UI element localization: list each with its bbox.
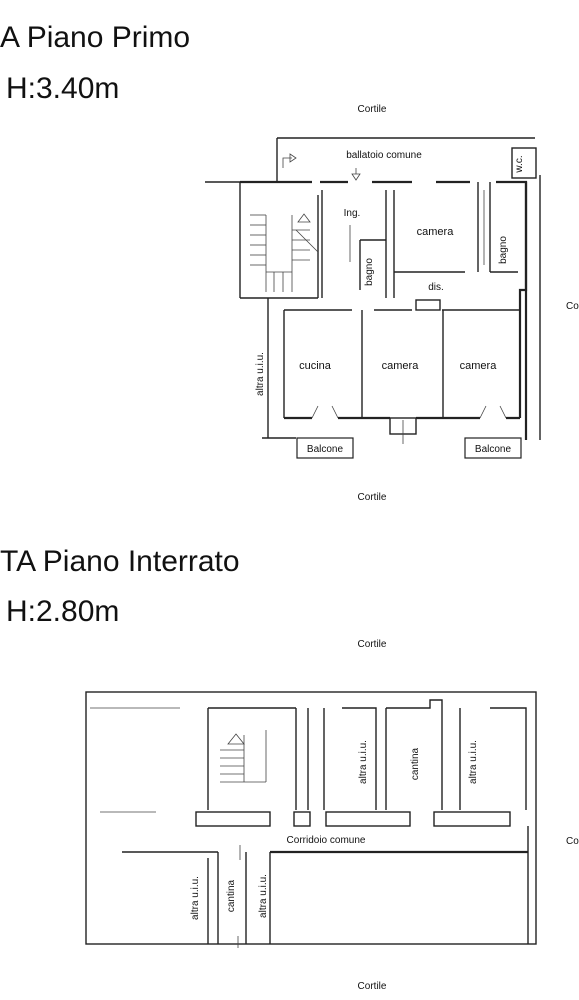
altra4-label: altra u.i.u. <box>258 874 269 918</box>
floor2-title: TA Piano Interrato <box>0 545 240 578</box>
dis-label: dis. <box>428 282 444 293</box>
bagno1-label: bagno <box>364 258 375 286</box>
stair-steps <box>250 213 319 292</box>
ingresso-label: Ing. <box>344 208 361 219</box>
ballatoio-label: ballatoio comune <box>346 150 422 161</box>
cantina2-label: cantina <box>226 879 237 912</box>
balcone-left-label: Balcone <box>307 444 344 455</box>
basement-outline <box>85 691 537 945</box>
altra-uiu-label: altra u.i.u. <box>255 352 266 396</box>
camera3-label: camera <box>460 360 498 372</box>
floor2-cortile-bottom: Cortile <box>358 981 387 992</box>
door-arrow <box>351 168 361 181</box>
floor2-height: H:2.80m <box>6 595 119 628</box>
apartment-top-wall <box>240 180 528 418</box>
corridor-pillar-1 <box>293 811 311 827</box>
floor2-cortile-top: Cortile <box>358 639 387 650</box>
cellar-wall-4 <box>459 707 527 810</box>
column <box>415 299 441 311</box>
balcone-right-label: Balcone <box>475 444 512 455</box>
balcony-doors <box>311 405 507 419</box>
cantina1-label: cantina <box>410 747 421 780</box>
basement-stair-walls <box>207 707 297 810</box>
altra3-label: altra u.i.u. <box>190 876 201 920</box>
entrance-arrow-line <box>282 157 292 168</box>
floor1-height: H:3.40m <box>6 72 119 105</box>
entrance-arrow-head <box>289 153 297 163</box>
balcone-right-box <box>464 437 522 459</box>
floor1-edge-label: Co <box>566 301 579 312</box>
left-corridor <box>205 181 241 195</box>
floor-plan-primo: A Piano Primo H:3.40m Cortile Cortile Co <box>0 21 579 503</box>
camera2-label: camera <box>382 360 420 372</box>
altra2-label: altra u.i.u. <box>468 740 479 784</box>
cucina-label: cucina <box>299 360 332 372</box>
altra1-label: altra u.i.u. <box>358 740 369 784</box>
bagno2-label: bagno <box>498 236 509 264</box>
wc-box <box>511 147 537 179</box>
floor1-cortile-top: Cortile <box>358 104 387 115</box>
basement-stair-steps <box>220 730 267 783</box>
floor1-title: A Piano Primo <box>0 21 190 54</box>
camera1-label: camera <box>417 226 455 238</box>
cellar-wall-2 <box>342 707 377 810</box>
cellar-wall-1 <box>307 708 325 810</box>
balcone-left-box <box>296 437 354 459</box>
corridoio-label: Corridoio comune <box>287 835 366 846</box>
cellar-wall-3 <box>385 699 443 810</box>
wc-label: w.c. <box>514 155 525 173</box>
floor2-edge-label: Co <box>566 836 579 847</box>
stair-landing <box>195 811 271 827</box>
floor-plan-interrato: TA Piano Interrato H:2.80m Cortile Corti… <box>0 545 579 992</box>
corridor-pillar-3 <box>433 811 511 827</box>
floor1-cortile-bottom: Cortile <box>358 492 387 503</box>
corridor-pillar-2 <box>325 811 411 827</box>
